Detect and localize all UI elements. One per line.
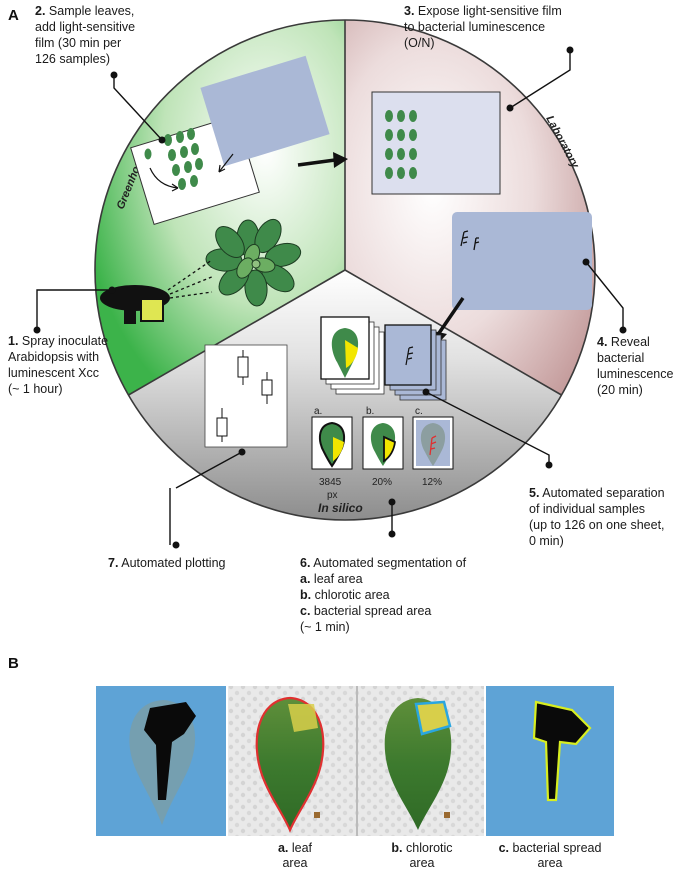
svg-text:c. bacterial spread: c. bacterial spread xyxy=(499,841,602,855)
step-7-text: 7. Automated plotting xyxy=(108,556,226,570)
svg-text:12%: 12% xyxy=(422,477,442,488)
panel-b-image-chlorotic xyxy=(358,686,484,836)
svg-text:a. leaf: a. leaf xyxy=(278,841,313,855)
svg-text:luminescence: luminescence xyxy=(597,367,673,381)
panel-label-a: A xyxy=(8,7,19,24)
boxplot-icon xyxy=(204,344,288,448)
step-4-text: 4. Reveal bacterial luminescence (20 min… xyxy=(597,335,673,397)
svg-text:a.: a. xyxy=(314,406,322,417)
svg-text:film (30 min per: film (30 min per xyxy=(35,36,121,50)
svg-text:px: px xyxy=(327,490,338,501)
panel-b-image-bacterial-spread xyxy=(486,686,614,836)
panel-b-image-luminescence xyxy=(96,686,226,836)
svg-text:b.: b. xyxy=(366,406,374,417)
segment-card-b: b. 20% xyxy=(362,406,404,488)
svg-text:3845: 3845 xyxy=(319,477,342,488)
svg-text:126 samples): 126 samples) xyxy=(35,52,110,66)
film-arrow xyxy=(218,153,234,173)
svg-text:(20 min): (20 min) xyxy=(597,383,643,397)
insilico-label: In silico xyxy=(318,501,363,515)
segment-card-a: a. 3845 px xyxy=(311,406,353,501)
step-5-text: 5. Automated separation of individual sa… xyxy=(529,486,665,548)
developed-film xyxy=(452,212,592,310)
svg-text:1. Spray inoculate: 1. Spray inoculate xyxy=(8,334,108,348)
step-1-text: 1. Spray inoculate Arabidopsis with lumi… xyxy=(8,334,108,396)
separated-film-cards xyxy=(384,324,447,401)
svg-text:to bacterial luminescence: to bacterial luminescence xyxy=(404,20,545,34)
reveal-arrow xyxy=(435,297,465,337)
svg-text:(~ 1 min): (~ 1 min) xyxy=(300,620,350,634)
svg-text:a. leaf area: a. leaf area xyxy=(300,572,363,586)
svg-text:of individual samples: of individual samples xyxy=(529,502,645,516)
step-2-text: 2. Sample leaves, add light-sensitive fi… xyxy=(35,4,135,66)
svg-text:7. Automated plotting: 7. Automated plotting xyxy=(108,556,226,570)
svg-text:b. chlorotic: b. chlorotic xyxy=(391,841,452,855)
svg-text:area: area xyxy=(409,856,434,870)
caption-chlorotic-area: b. chlorotic area xyxy=(391,841,452,870)
svg-text:(up to 126 on one sheet,: (up to 126 on one sheet, xyxy=(529,518,665,532)
leader-dots xyxy=(33,46,627,549)
svg-text:5. Automated separation: 5. Automated separation xyxy=(529,486,665,500)
film-sheet xyxy=(200,55,330,167)
svg-text:2. Sample leaves,: 2. Sample leaves, xyxy=(35,4,134,18)
step-3-text: 3. Expose light-sensitive film to bacter… xyxy=(404,4,562,50)
arabidopsis-plant-icon xyxy=(205,218,302,307)
svg-text:b. chlorotic area: b. chlorotic area xyxy=(300,588,390,602)
transfer-arrow xyxy=(297,158,336,167)
svg-text:(O/N): (O/N) xyxy=(404,36,435,50)
svg-text:c. bacterial spread area: c. bacterial spread area xyxy=(300,604,431,618)
separated-leaf-cards xyxy=(320,316,385,395)
svg-text:6. Automated segmentation of: 6. Automated segmentation of xyxy=(300,556,467,570)
panel-label-b: B xyxy=(8,655,19,672)
panel-b-image-leaf-area xyxy=(228,686,356,836)
svg-text:0 min): 0 min) xyxy=(529,534,564,548)
svg-text:3. Expose light-sensitive film: 3. Expose light-sensitive film xyxy=(404,4,562,18)
exposure-sheet xyxy=(371,91,501,195)
caption-bacterial-spread-area: c. bacterial spread area xyxy=(499,841,602,870)
svg-text:Arabidopsis with: Arabidopsis with xyxy=(8,350,99,364)
svg-text:add light-sensitive: add light-sensitive xyxy=(35,20,135,34)
sprayer-icon xyxy=(100,259,215,324)
svg-text:c.: c. xyxy=(415,406,423,417)
caption-leaf-area: a. leaf area xyxy=(278,841,313,870)
step-6-text: 6. Automated segmentation of a. leaf are… xyxy=(300,556,467,634)
svg-text:area: area xyxy=(282,856,307,870)
sector-dividers xyxy=(94,19,596,521)
svg-text:4. Reveal: 4. Reveal xyxy=(597,335,650,349)
svg-text:bacterial: bacterial xyxy=(597,351,644,365)
svg-text:luminescent Xcc: luminescent Xcc xyxy=(8,366,99,380)
svg-text:area: area xyxy=(537,856,562,870)
segment-card-c: c. 12% xyxy=(412,406,454,488)
svg-text:20%: 20% xyxy=(372,477,392,488)
svg-text:(~ 1 hour): (~ 1 hour) xyxy=(8,382,63,396)
